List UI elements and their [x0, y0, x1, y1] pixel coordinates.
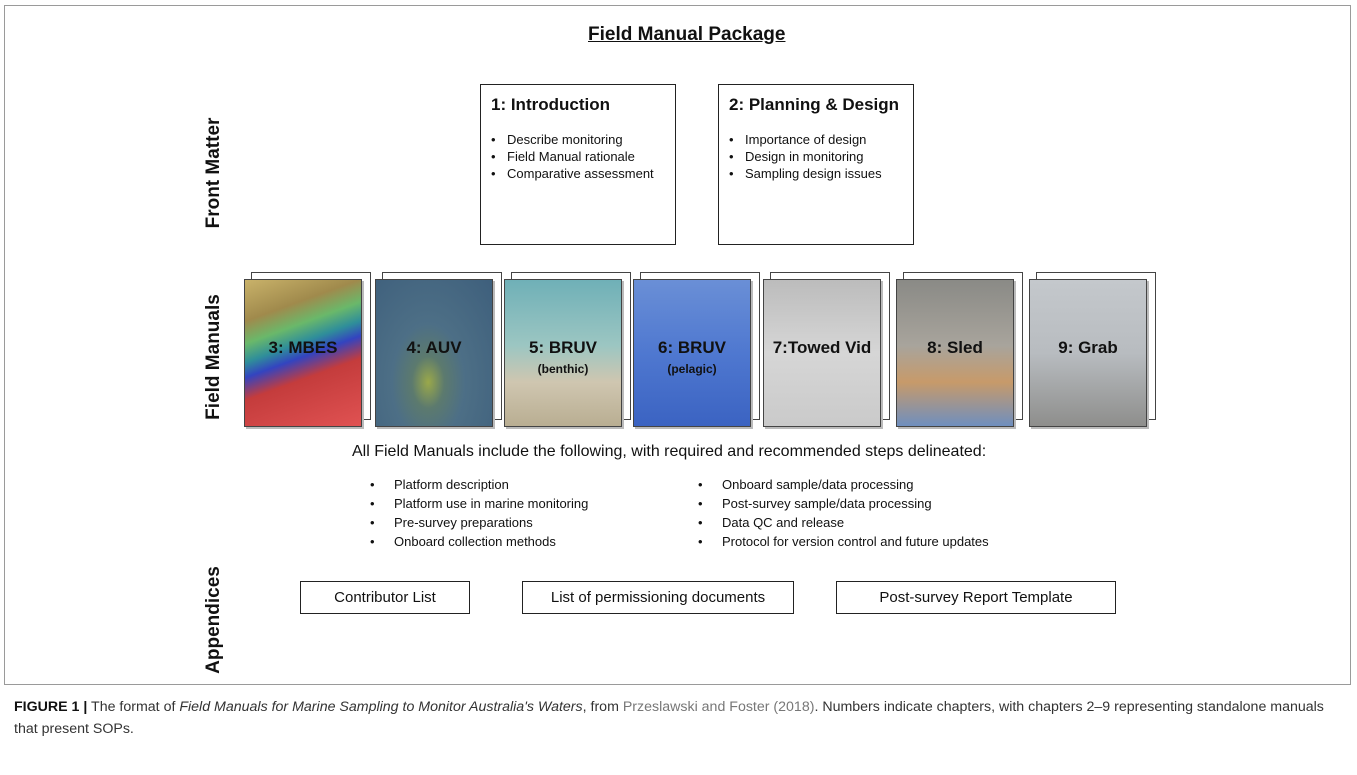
step-item: Platform description: [366, 475, 588, 494]
planning-bullet: Design in monitoring: [727, 148, 905, 165]
figure-caption: FIGURE 1 | The format of Field Manuals f…: [14, 696, 1339, 740]
manual-label: 6: BRUV: [657, 338, 726, 357]
figure-frame: [4, 5, 1351, 685]
step-item: Post-survey sample/data processing: [694, 494, 989, 513]
step-item: Platform use in marine monitoring: [366, 494, 588, 513]
planning-heading: 2: Planning & Design: [729, 95, 900, 114]
diagram-title: Field Manual Package: [588, 24, 786, 45]
manual-grab: 9: Grab: [1029, 272, 1156, 429]
intro-bullet: Field Manual rationale: [489, 148, 667, 165]
side-label-front-matter: Front Matter: [203, 117, 224, 229]
caption-italic-title: Field Manuals for Marine Sampling to Mon…: [179, 699, 583, 715]
intro-bullet: Describe monitoring: [489, 131, 667, 148]
manual-bruv-pelagic: 6: BRUV (pelagic): [633, 272, 760, 429]
step-item: Protocol for version control and future …: [694, 532, 989, 551]
intro-bullet: Comparative assessment: [489, 165, 667, 182]
side-label-appendices: Appendices: [203, 566, 224, 674]
step-item: Onboard sample/data processing: [694, 475, 989, 494]
step-item: Onboard collection methods: [366, 532, 588, 551]
planning-bullets: Importance of design Design in monitorin…: [727, 131, 905, 182]
intro-bullets: Describe monitoring Field Manual rationa…: [489, 131, 667, 182]
manual-label: 5: BRUV: [528, 338, 597, 357]
manual-label: 8: Sled: [927, 338, 983, 357]
includes-intro: All Field Manuals include the following,…: [352, 443, 987, 460]
caption-text: The format of: [87, 699, 180, 715]
appendix-permissioning-documents: List of permissioning documents: [522, 581, 794, 614]
manual-sublabel: (benthic): [537, 362, 589, 376]
manual-mbes: 3: MBES: [244, 272, 371, 429]
steps-right: Onboard sample/data processing Post-surv…: [694, 475, 989, 551]
steps-left: Platform description Platform use in mar…: [366, 475, 588, 551]
appendix-report-template: Post-survey Report Template: [836, 581, 1116, 614]
caption-reference-link[interactable]: Przeslawski and Foster (2018): [622, 699, 815, 715]
manual-label: 9: Grab: [1058, 338, 1118, 357]
manual-label: 4: AUV: [406, 338, 462, 357]
manual-sled: 8: Sled: [896, 272, 1023, 429]
manual-label: 3: MBES: [268, 338, 338, 357]
intro-box: 1: Introduction Describe monitoring Fiel…: [480, 84, 676, 245]
manual-sublabel: (pelagic): [667, 362, 717, 376]
manual-label: 7:Towed Vid: [772, 338, 872, 357]
step-item: Pre-survey preparations: [366, 513, 588, 532]
step-item: Data QC and release: [694, 513, 989, 532]
planning-box: 2: Planning & Design Importance of desig…: [718, 84, 914, 245]
manual-towed-video: 7:Towed Vid: [763, 272, 890, 429]
planning-bullet: Sampling design issues: [727, 165, 905, 182]
manual-bruv-benthic: 5: BRUV (benthic): [504, 272, 631, 429]
manual-auv: 4: AUV: [375, 272, 502, 429]
caption-text: , from: [582, 699, 623, 715]
side-label-field-manuals: Field Manuals: [203, 294, 224, 420]
caption-label: FIGURE 1 |: [14, 699, 88, 715]
intro-heading: 1: Introduction: [491, 95, 610, 114]
caption-text: . Numbers indicate chapters, with chapte…: [14, 699, 1324, 737]
planning-bullet: Importance of design: [727, 131, 905, 148]
appendix-contributor-list: Contributor List: [300, 581, 470, 614]
